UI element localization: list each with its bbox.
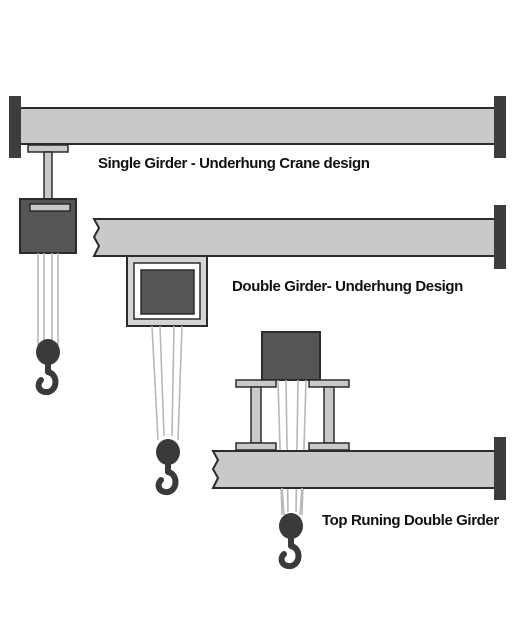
single-girder-beam <box>17 107 497 145</box>
sheave-icon-3 <box>279 513 303 566</box>
sheave-icon-2 <box>156 439 180 492</box>
right-end-stop <box>494 96 506 158</box>
hoist-ropes-3 <box>277 379 307 516</box>
label-top-running: Top Runing Double Girder <box>322 512 499 529</box>
top-running-beam <box>211 450 497 489</box>
top-hoist-body <box>261 331 321 381</box>
left-end-stop <box>9 96 21 158</box>
right-end-stop-3 <box>494 437 506 500</box>
sheave-icon <box>36 339 60 392</box>
left-i-beam-girder <box>235 379 277 451</box>
hoist-ropes-2 <box>151 325 183 441</box>
double-girder-underhung-crane: Double Girder- Underhung Design <box>92 205 506 492</box>
top-running-double-girder-crane: Top Runing Double Girder <box>211 331 506 566</box>
hoist-ropes <box>37 253 59 345</box>
right-i-beam-girder <box>308 379 350 451</box>
label-single-girder: Single Girder - Underhung Crane design <box>98 155 370 172</box>
right-end-stop-2 <box>494 205 506 269</box>
hoist-body-2 <box>140 269 195 315</box>
double-girder-beam <box>92 218 497 257</box>
single-girder-underhung-crane: Single Girder - Underhung Crane design <box>9 96 506 392</box>
label-double-girder-underhung: Double Girder- Underhung Design <box>232 278 463 295</box>
